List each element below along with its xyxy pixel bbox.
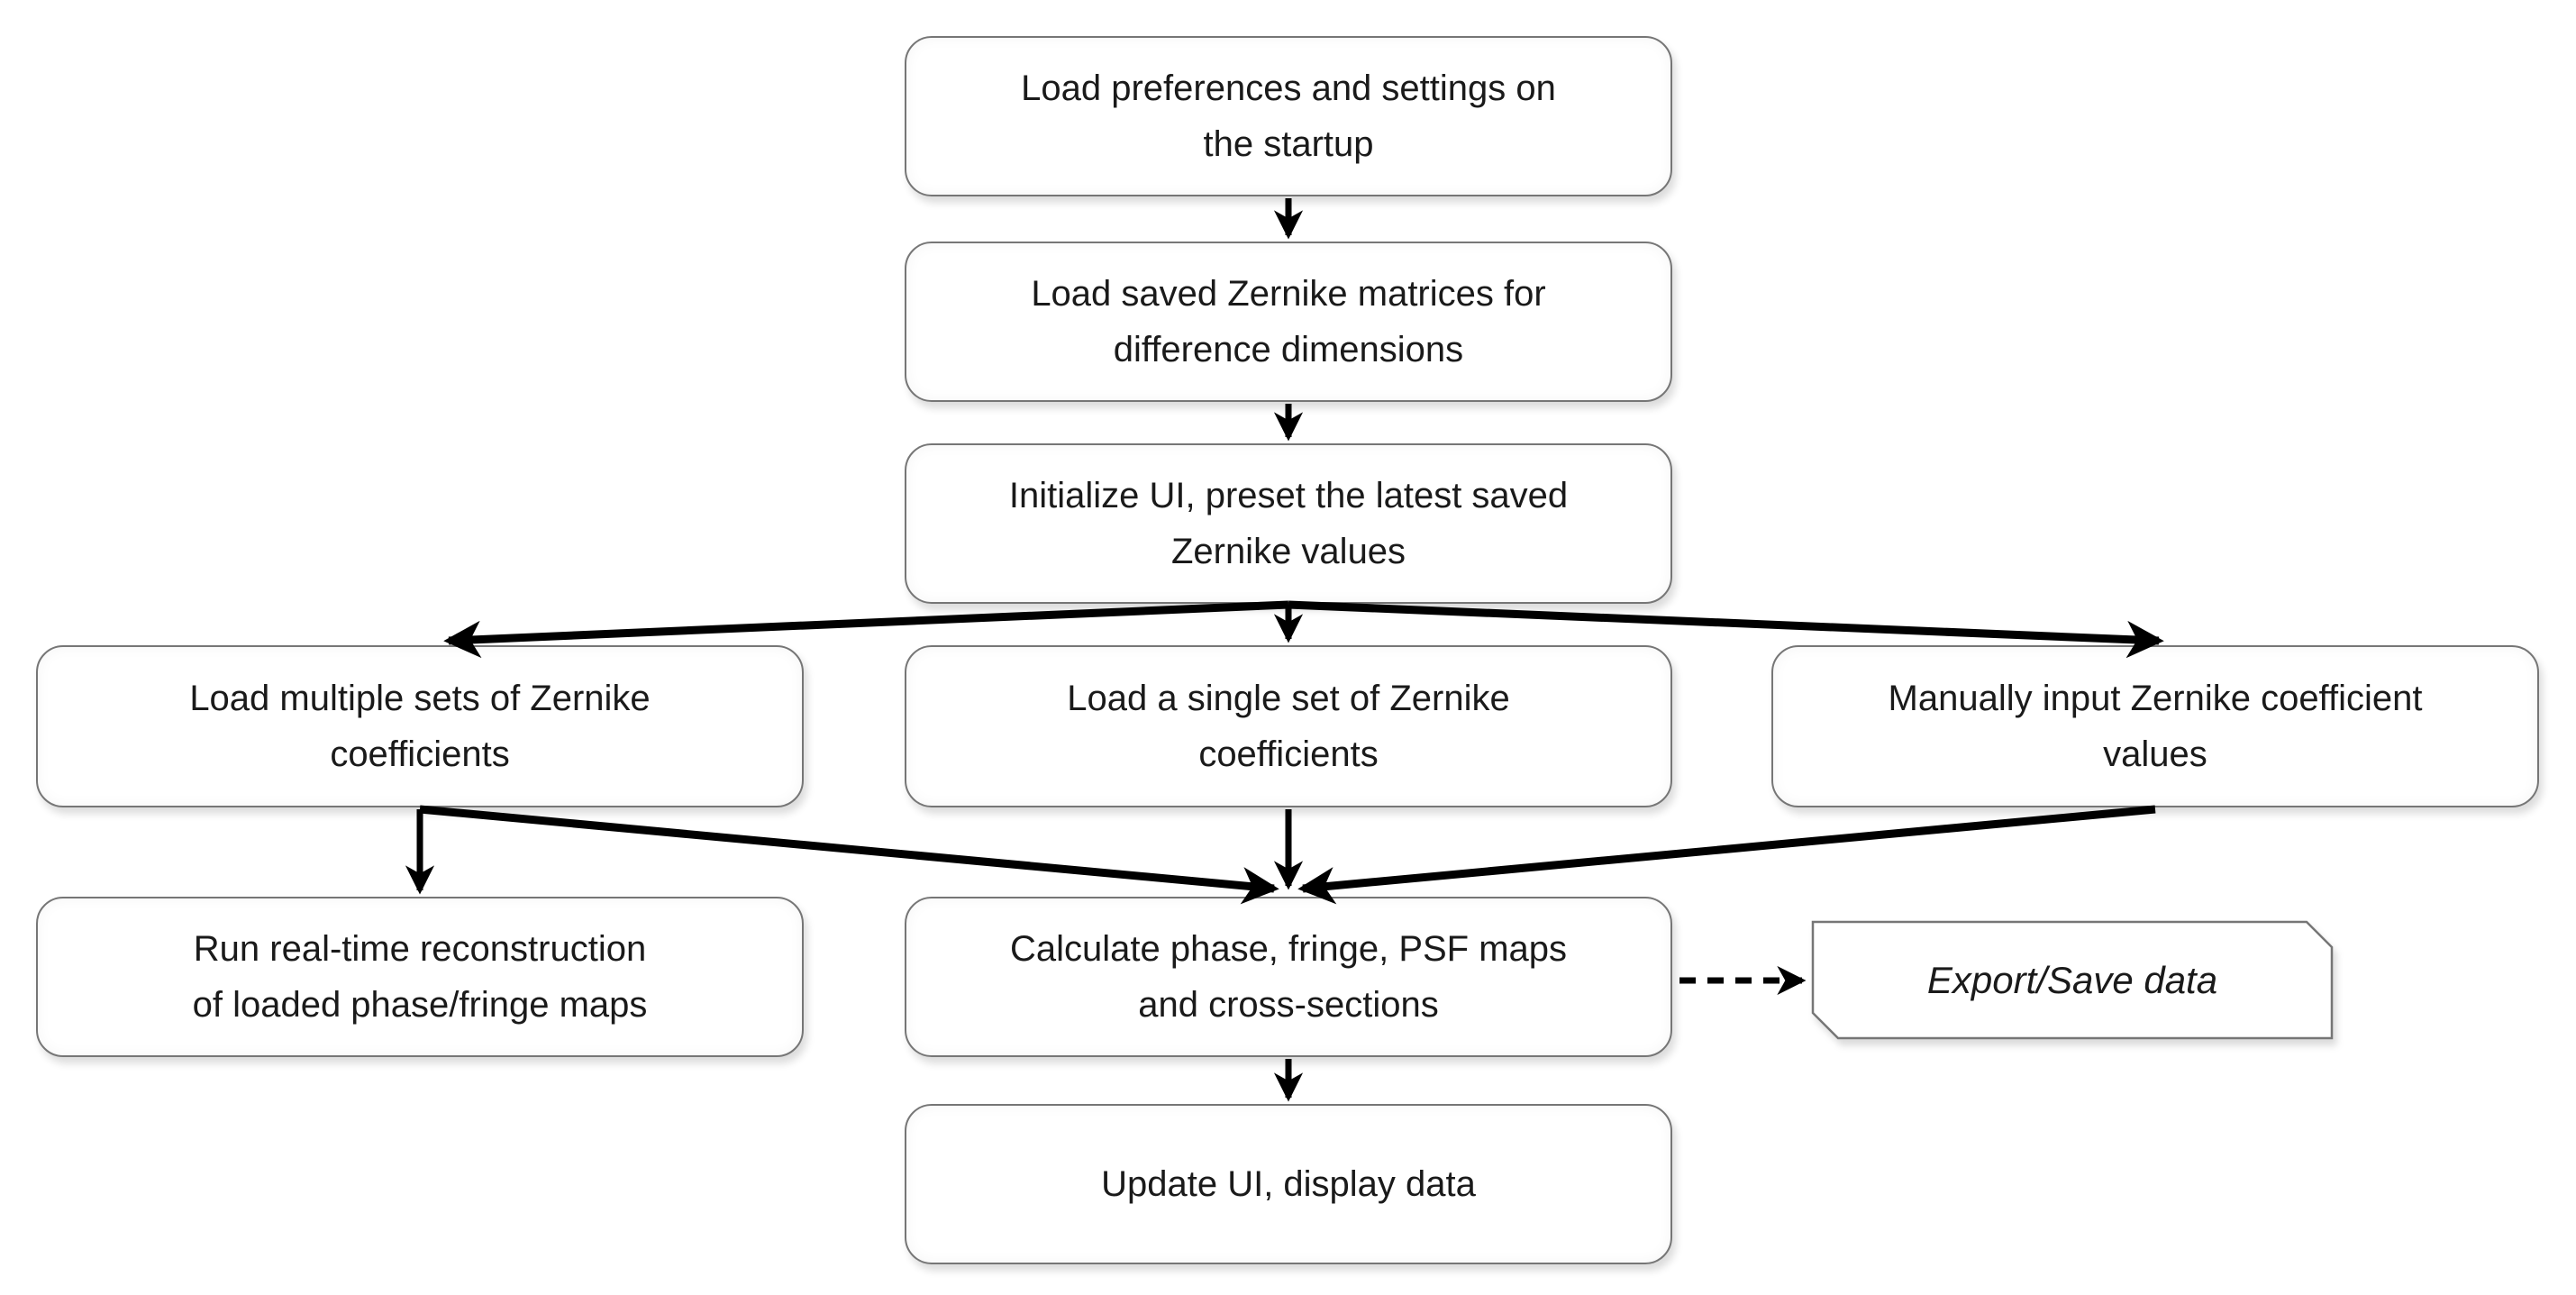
- node-load-multiple-label: Load multiple sets of Zernike coefficien…: [189, 679, 651, 774]
- node-load-matrices-label: Load saved Zernike matrices for differen…: [1031, 274, 1546, 369]
- edge-initialize-ui-to-load-multiple: [443, 600, 1289, 659]
- node-initialize-ui: Initialize UI, preset the latest saved Z…: [905, 443, 1672, 604]
- node-run-reconstruction: Run real-time reconstruction of loaded p…: [36, 897, 804, 1057]
- node-calculate-maps-label: Calculate phase, fringe, PSF maps and cr…: [1009, 929, 1568, 1025]
- edge-initialize-ui-to-manual-input: [1288, 600, 2164, 659]
- node-load-preferences: Load preferences and settings on the sta…: [905, 36, 1672, 196]
- node-load-single-label: Load a single set of Zernike coefficient…: [1067, 679, 1510, 774]
- edge-load-multiple-to-calculate-maps: [419, 805, 1279, 905]
- node-load-preferences-label: Load preferences and settings on the sta…: [1021, 68, 1556, 164]
- node-manual-input-label: Manually input Zernike coefficient value…: [1888, 679, 2423, 774]
- node-export-save-label: Export/Save data: [1926, 958, 2218, 1001]
- node-update-ui: Update UI, display data: [905, 1104, 1672, 1264]
- edge-manual-input-to-calculate-maps: [1297, 805, 2156, 905]
- node-load-matrices: Load saved Zernike matrices for differen…: [905, 242, 1672, 402]
- node-calculate-maps: Calculate phase, fringe, PSF maps and cr…: [905, 897, 1672, 1057]
- node-update-ui-label: Update UI, display data: [1101, 1164, 1476, 1204]
- node-run-reconstruction-label: Run real-time reconstruction of loaded p…: [192, 929, 648, 1025]
- node-load-multiple: Load multiple sets of Zernike coefficien…: [36, 645, 804, 807]
- node-load-single: Load a single set of Zernike coefficient…: [905, 645, 1672, 807]
- node-export-save: Export/Save data: [1813, 922, 2332, 1038]
- node-manual-input: Manually input Zernike coefficient value…: [1771, 645, 2539, 807]
- node-initialize-ui-label: Initialize UI, preset the latest saved Z…: [1008, 476, 1569, 571]
